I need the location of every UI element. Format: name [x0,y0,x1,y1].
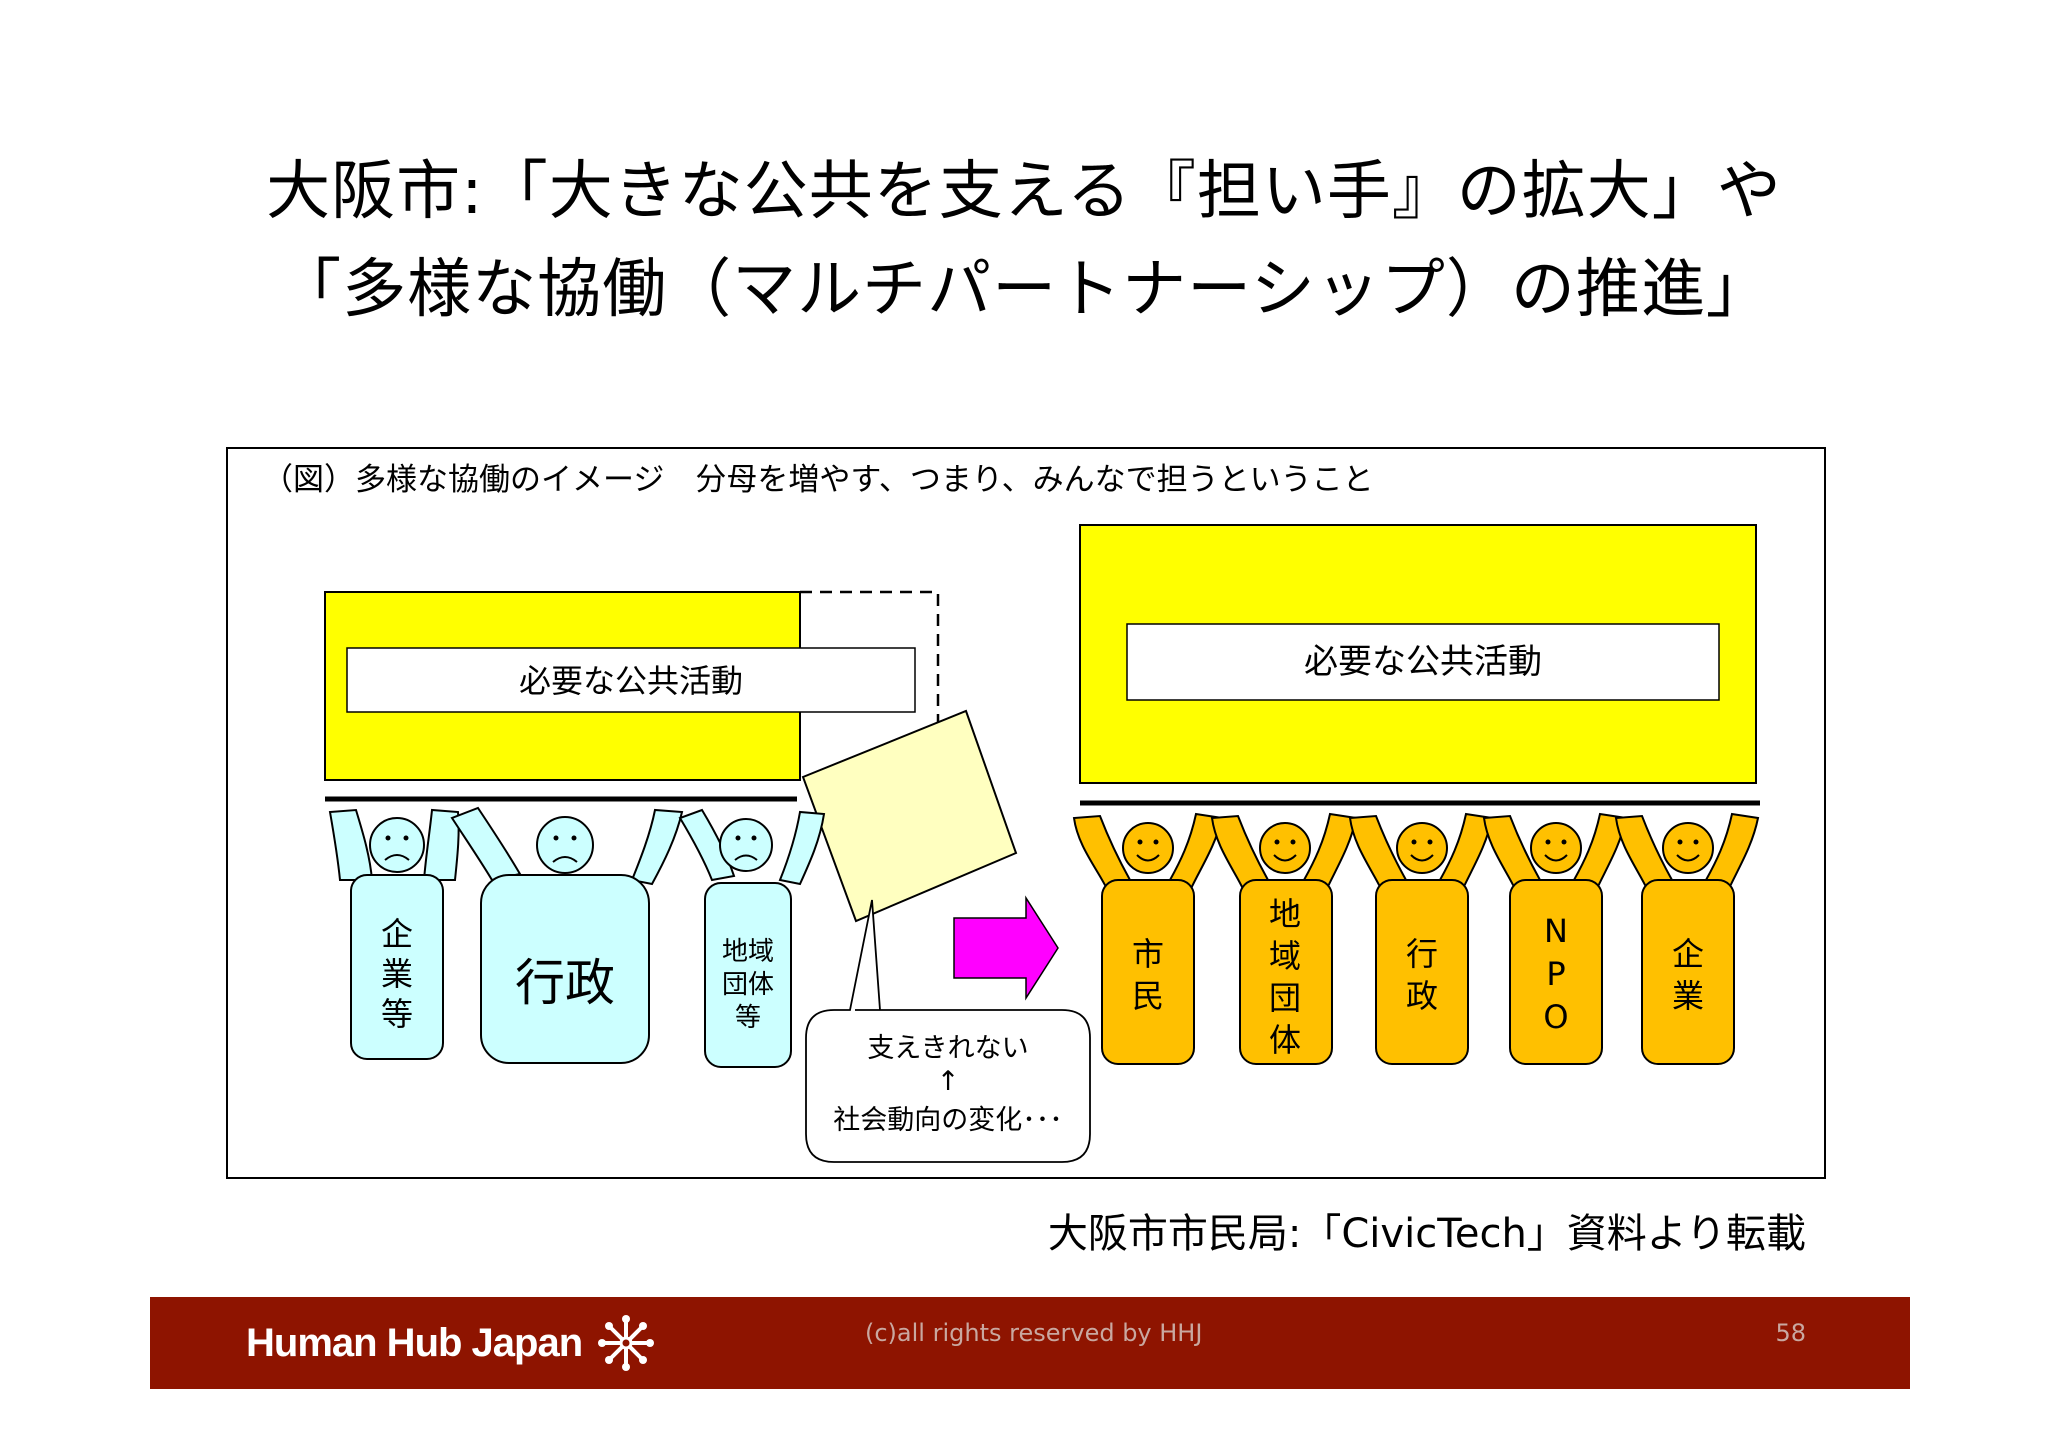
source-note: 大阪市市民局:「CivicTech」資料より転載 [1047,1211,1806,1257]
footer-bar: Human Hub Japan (c)all rights reserved b… [150,1297,1910,1389]
figure-frame [226,447,1826,1179]
snowflake-logo-icon [598,1315,655,1371]
slide-title-line1: 大阪市:「大きな公共を支える『担い手』の拡大」や [266,155,1782,229]
page-number: 58 [1775,1319,1806,1347]
slide-title-line2: 「多様な協働（マルチパートナーシップ）の推進」 [277,253,1771,327]
brand-logo: Human Hub Japan [246,1297,655,1389]
copyright-text: (c)all rights reserved by HHJ [865,1319,1203,1347]
brand-name: Human Hub Japan [246,1320,583,1365]
figure-caption: （図）多様な協働のイメージ 分母を増やす、つまり、みんなで担うということ [262,462,1374,498]
